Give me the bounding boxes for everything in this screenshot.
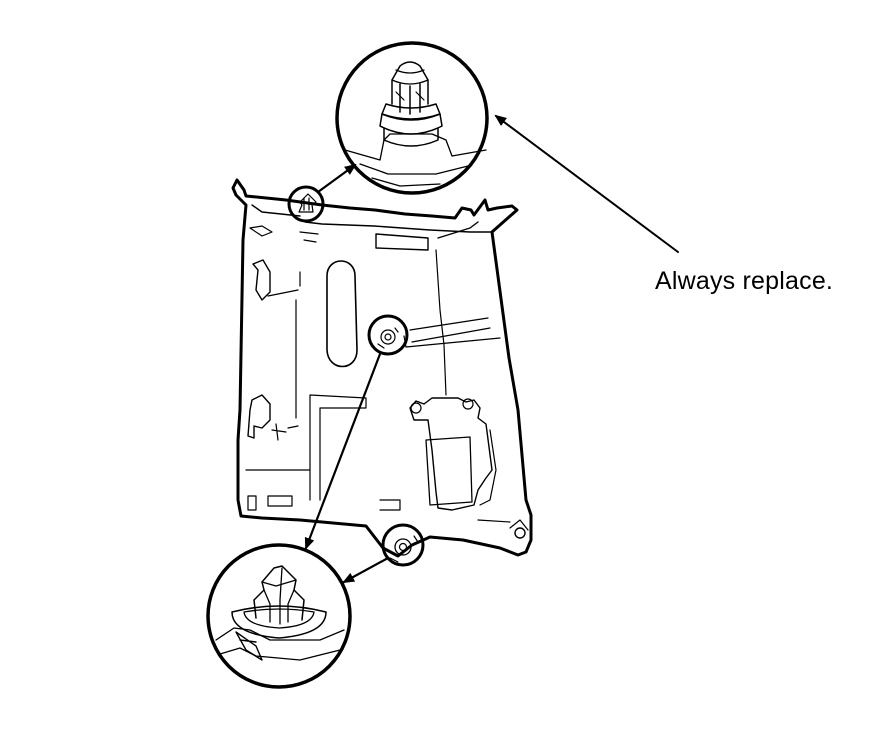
bottom-clip-location [381,523,425,567]
top-clip-location [287,185,325,223]
center-clip-location [367,314,409,356]
callout-label: Always replace. [655,267,834,295]
trim-panel [231,178,533,558]
arrow-icon [304,114,679,584]
clip-icon [335,41,489,195]
clip-icon [206,543,352,689]
